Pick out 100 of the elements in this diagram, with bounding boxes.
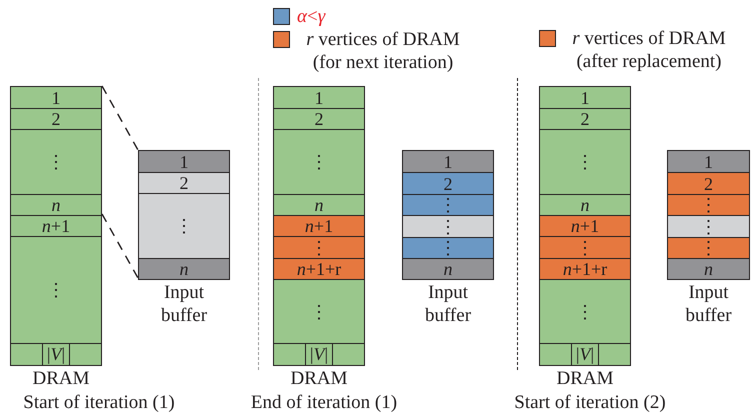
memory-row xyxy=(403,215,493,237)
block-title: DRAM xyxy=(31,368,90,391)
memory-row xyxy=(403,237,493,258)
row-label: 2 xyxy=(704,174,713,192)
row-label: 1 xyxy=(314,88,324,106)
row-label: |V| xyxy=(570,344,600,365)
memory-row xyxy=(274,236,364,258)
row-label: ⋮ xyxy=(576,302,594,320)
row-label: ⋮ xyxy=(439,239,457,257)
row-label: 2 xyxy=(580,110,590,128)
memory-row xyxy=(274,194,364,215)
row-label: ⋮ xyxy=(576,238,594,256)
block-title: Input buffer xyxy=(684,282,733,328)
row-label: n+1 xyxy=(304,217,334,235)
input-buffer-block xyxy=(138,150,230,280)
memory-row xyxy=(11,343,101,365)
memory-row xyxy=(403,258,493,279)
block-title: DRAM xyxy=(555,368,614,391)
memory-row xyxy=(668,172,749,194)
row-label: n+1+r xyxy=(296,260,342,278)
row-label: 1 xyxy=(444,152,452,170)
memory-row xyxy=(274,87,364,108)
memory-row xyxy=(668,151,749,172)
legend-text: α<γ xyxy=(297,5,327,28)
row-label: ⋮ xyxy=(576,153,594,171)
memory-row xyxy=(274,279,364,343)
row-label: n xyxy=(580,196,590,214)
memory-row xyxy=(540,87,630,108)
memory-row xyxy=(540,258,630,279)
row-label: 1 xyxy=(52,88,60,106)
memory-row xyxy=(274,108,364,129)
memory-row xyxy=(668,258,749,279)
memory-block xyxy=(10,86,102,366)
row-label: |V| xyxy=(304,344,334,365)
memory-row xyxy=(11,129,101,194)
row-label: 2 xyxy=(314,110,324,128)
input-buffer-block xyxy=(402,150,494,280)
memory-row xyxy=(540,194,630,215)
memory-row xyxy=(139,172,229,193)
memory-row xyxy=(274,215,364,236)
memory-row xyxy=(403,172,493,194)
memory-row xyxy=(139,151,229,172)
memory-block xyxy=(539,86,631,366)
block-title: DRAM xyxy=(289,368,348,391)
memory-row xyxy=(139,193,229,258)
memory-row xyxy=(11,236,101,343)
row-label: ⋮ xyxy=(47,281,65,299)
row-label: ⋮ xyxy=(439,196,457,214)
memory-row xyxy=(540,343,630,365)
row-label: ⋮ xyxy=(700,196,718,214)
memory-row xyxy=(403,151,493,172)
row-label: 1 xyxy=(180,152,188,170)
iteration-caption: Start of iteration (2) xyxy=(513,392,667,415)
row-label: ⋮ xyxy=(439,218,457,236)
row-label: 2 xyxy=(444,174,452,192)
row-label: ⋮ xyxy=(175,217,193,235)
memory-row xyxy=(668,215,749,237)
legend-text: r vertices of DRAM (after replacement) xyxy=(571,27,727,73)
memory-row xyxy=(139,258,229,279)
row-label: 2 xyxy=(180,174,188,192)
legend-text: r vertices of DRAM (for next iteration) xyxy=(305,28,461,74)
memory-row xyxy=(540,236,630,258)
row-label: n xyxy=(704,260,713,278)
row-label: n+1 xyxy=(42,217,70,235)
row-label: ⋮ xyxy=(310,153,328,171)
memory-block xyxy=(273,86,365,366)
memory-row xyxy=(11,108,101,129)
row-label: n xyxy=(180,260,188,278)
memory-row xyxy=(540,129,630,194)
memory-row xyxy=(274,343,364,365)
memory-row xyxy=(11,194,101,215)
iteration-caption: Start of iteration (1) xyxy=(22,392,176,415)
row-label: 2 xyxy=(52,110,60,128)
row-label: n+1 xyxy=(570,217,600,235)
memory-row xyxy=(540,279,630,343)
memory-row xyxy=(11,215,101,236)
row-label: ⋮ xyxy=(310,238,328,256)
block-title: Input buffer xyxy=(424,282,472,328)
row-label: n+1+r xyxy=(562,260,608,278)
row-label: ⋮ xyxy=(700,218,718,236)
zoom-line xyxy=(101,214,139,278)
memory-row xyxy=(540,108,630,129)
block-title: Input buffer xyxy=(160,282,208,328)
memory-row xyxy=(668,237,749,258)
iteration-caption: End of iteration (1) xyxy=(250,392,398,415)
row-label: 1 xyxy=(704,152,713,170)
row-label: |V| xyxy=(42,344,70,365)
row-label: ⋮ xyxy=(700,239,718,257)
memory-row xyxy=(274,258,364,279)
input-buffer-block xyxy=(667,150,750,280)
memory-row xyxy=(668,194,749,215)
row-label: n xyxy=(314,196,324,214)
row-label: n xyxy=(444,260,452,278)
zoom-line xyxy=(101,86,139,150)
memory-row xyxy=(540,215,630,236)
row-label: ⋮ xyxy=(47,153,65,171)
memory-row xyxy=(11,87,101,108)
row-label: n xyxy=(52,196,60,214)
memory-row xyxy=(403,194,493,215)
row-label: ⋮ xyxy=(310,302,328,320)
